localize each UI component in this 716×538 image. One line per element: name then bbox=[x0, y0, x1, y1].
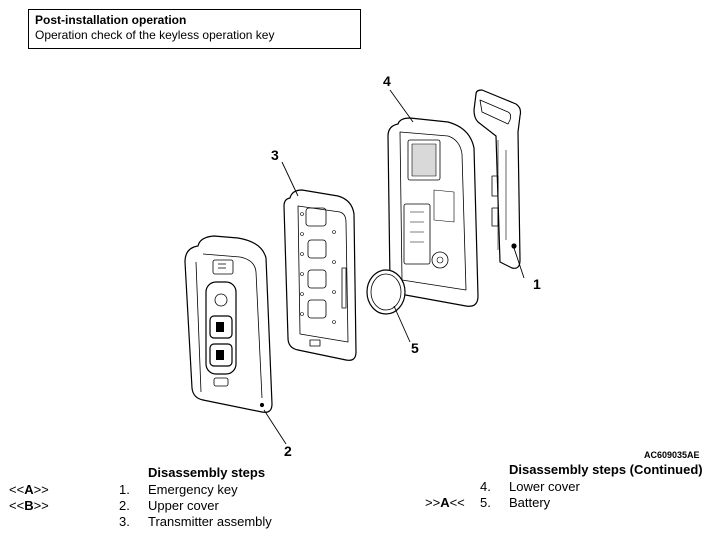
step-row: >>A<< 5. Battery bbox=[400, 495, 710, 511]
leader-lines bbox=[263, 89, 525, 445]
lower-cover-drawing bbox=[387, 117, 479, 307]
figure-code: AC609035AE bbox=[644, 450, 700, 460]
step-ref: <<A>> bbox=[9, 482, 49, 497]
step-label: Emergency key bbox=[148, 482, 238, 497]
callout-4: 4 bbox=[383, 73, 391, 89]
step-label: Battery bbox=[509, 495, 551, 510]
callout-1: 1 bbox=[533, 276, 541, 292]
note-title: Post-installation operation bbox=[35, 13, 187, 27]
callout-2: 2 bbox=[284, 443, 292, 459]
step-number: 1. bbox=[119, 482, 130, 497]
transmitter-assembly-drawing bbox=[283, 189, 357, 361]
step-row: <<A>> 1. Emergency key bbox=[0, 482, 360, 498]
step-ref: >>A<< bbox=[425, 495, 465, 510]
step-label: Transmitter assembly bbox=[148, 514, 272, 529]
step-number: 5. bbox=[480, 495, 491, 510]
battery-drawing bbox=[366, 269, 406, 315]
step-number: 3. bbox=[119, 514, 130, 529]
callout-3: 3 bbox=[271, 147, 279, 163]
step-label: Upper cover bbox=[148, 498, 219, 513]
step-ref: <<B>> bbox=[9, 498, 49, 513]
step-number: 4. bbox=[480, 479, 491, 494]
step-row: <<B>> 2. Upper cover bbox=[0, 498, 360, 514]
callout-5: 5 bbox=[411, 340, 419, 356]
step-number: 2. bbox=[119, 498, 130, 513]
step-row: 4. Lower cover bbox=[400, 479, 710, 495]
upper-cover-drawing bbox=[184, 235, 273, 413]
emergency-key-drawing bbox=[473, 89, 522, 269]
step-row: 3. Transmitter assembly bbox=[0, 514, 360, 530]
note-text: Operation check of the keyless operation… bbox=[35, 28, 275, 42]
steps-right-title: Disassembly steps (Continued) bbox=[509, 462, 703, 477]
post-installation-note: Post-installation operation Operation ch… bbox=[28, 9, 361, 49]
steps-left-title: Disassembly steps bbox=[148, 465, 266, 480]
step-label: Lower cover bbox=[509, 479, 580, 494]
